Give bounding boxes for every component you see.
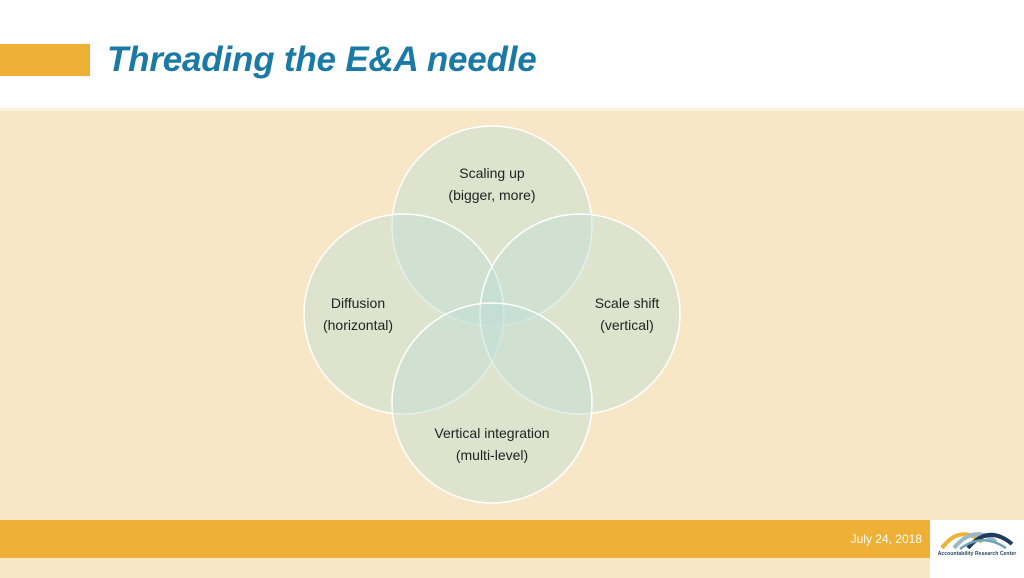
venn-circle-diffusion [303, 213, 505, 415]
label-diffusion-line1: Diffusion [331, 295, 385, 311]
label-scale-shift-line1: Scale shift [595, 295, 660, 311]
title-accent-bar [0, 44, 90, 76]
logo: Accountability Research Center [930, 520, 1024, 578]
footer-date: July 24, 2018 [850, 532, 922, 546]
footer-bar: July 24, 2018 [0, 520, 930, 558]
label-scaling-up-line2: (bigger, more) [448, 187, 535, 203]
bottom-strip [0, 558, 930, 578]
venn-circle-scale-shift [479, 213, 681, 415]
content-panel [0, 108, 1024, 520]
label-vertical-integration-line1: Vertical integration [434, 425, 549, 441]
venn-circle-scaling-up [391, 125, 593, 327]
venn-circle-vertical-integration [391, 302, 593, 504]
label-scaling-up-line1: Scaling up [459, 165, 525, 181]
slide-title: Threading the E&A needle [107, 40, 537, 79]
label-diffusion-line2: (horizontal) [323, 317, 393, 333]
label-vertical-integration-line2: (multi-level) [456, 447, 528, 463]
label-scale-shift-line2: (vertical) [600, 317, 654, 333]
logo-text: Accountability Research Center [937, 551, 1017, 557]
arc-logo-icon [940, 532, 1014, 551]
